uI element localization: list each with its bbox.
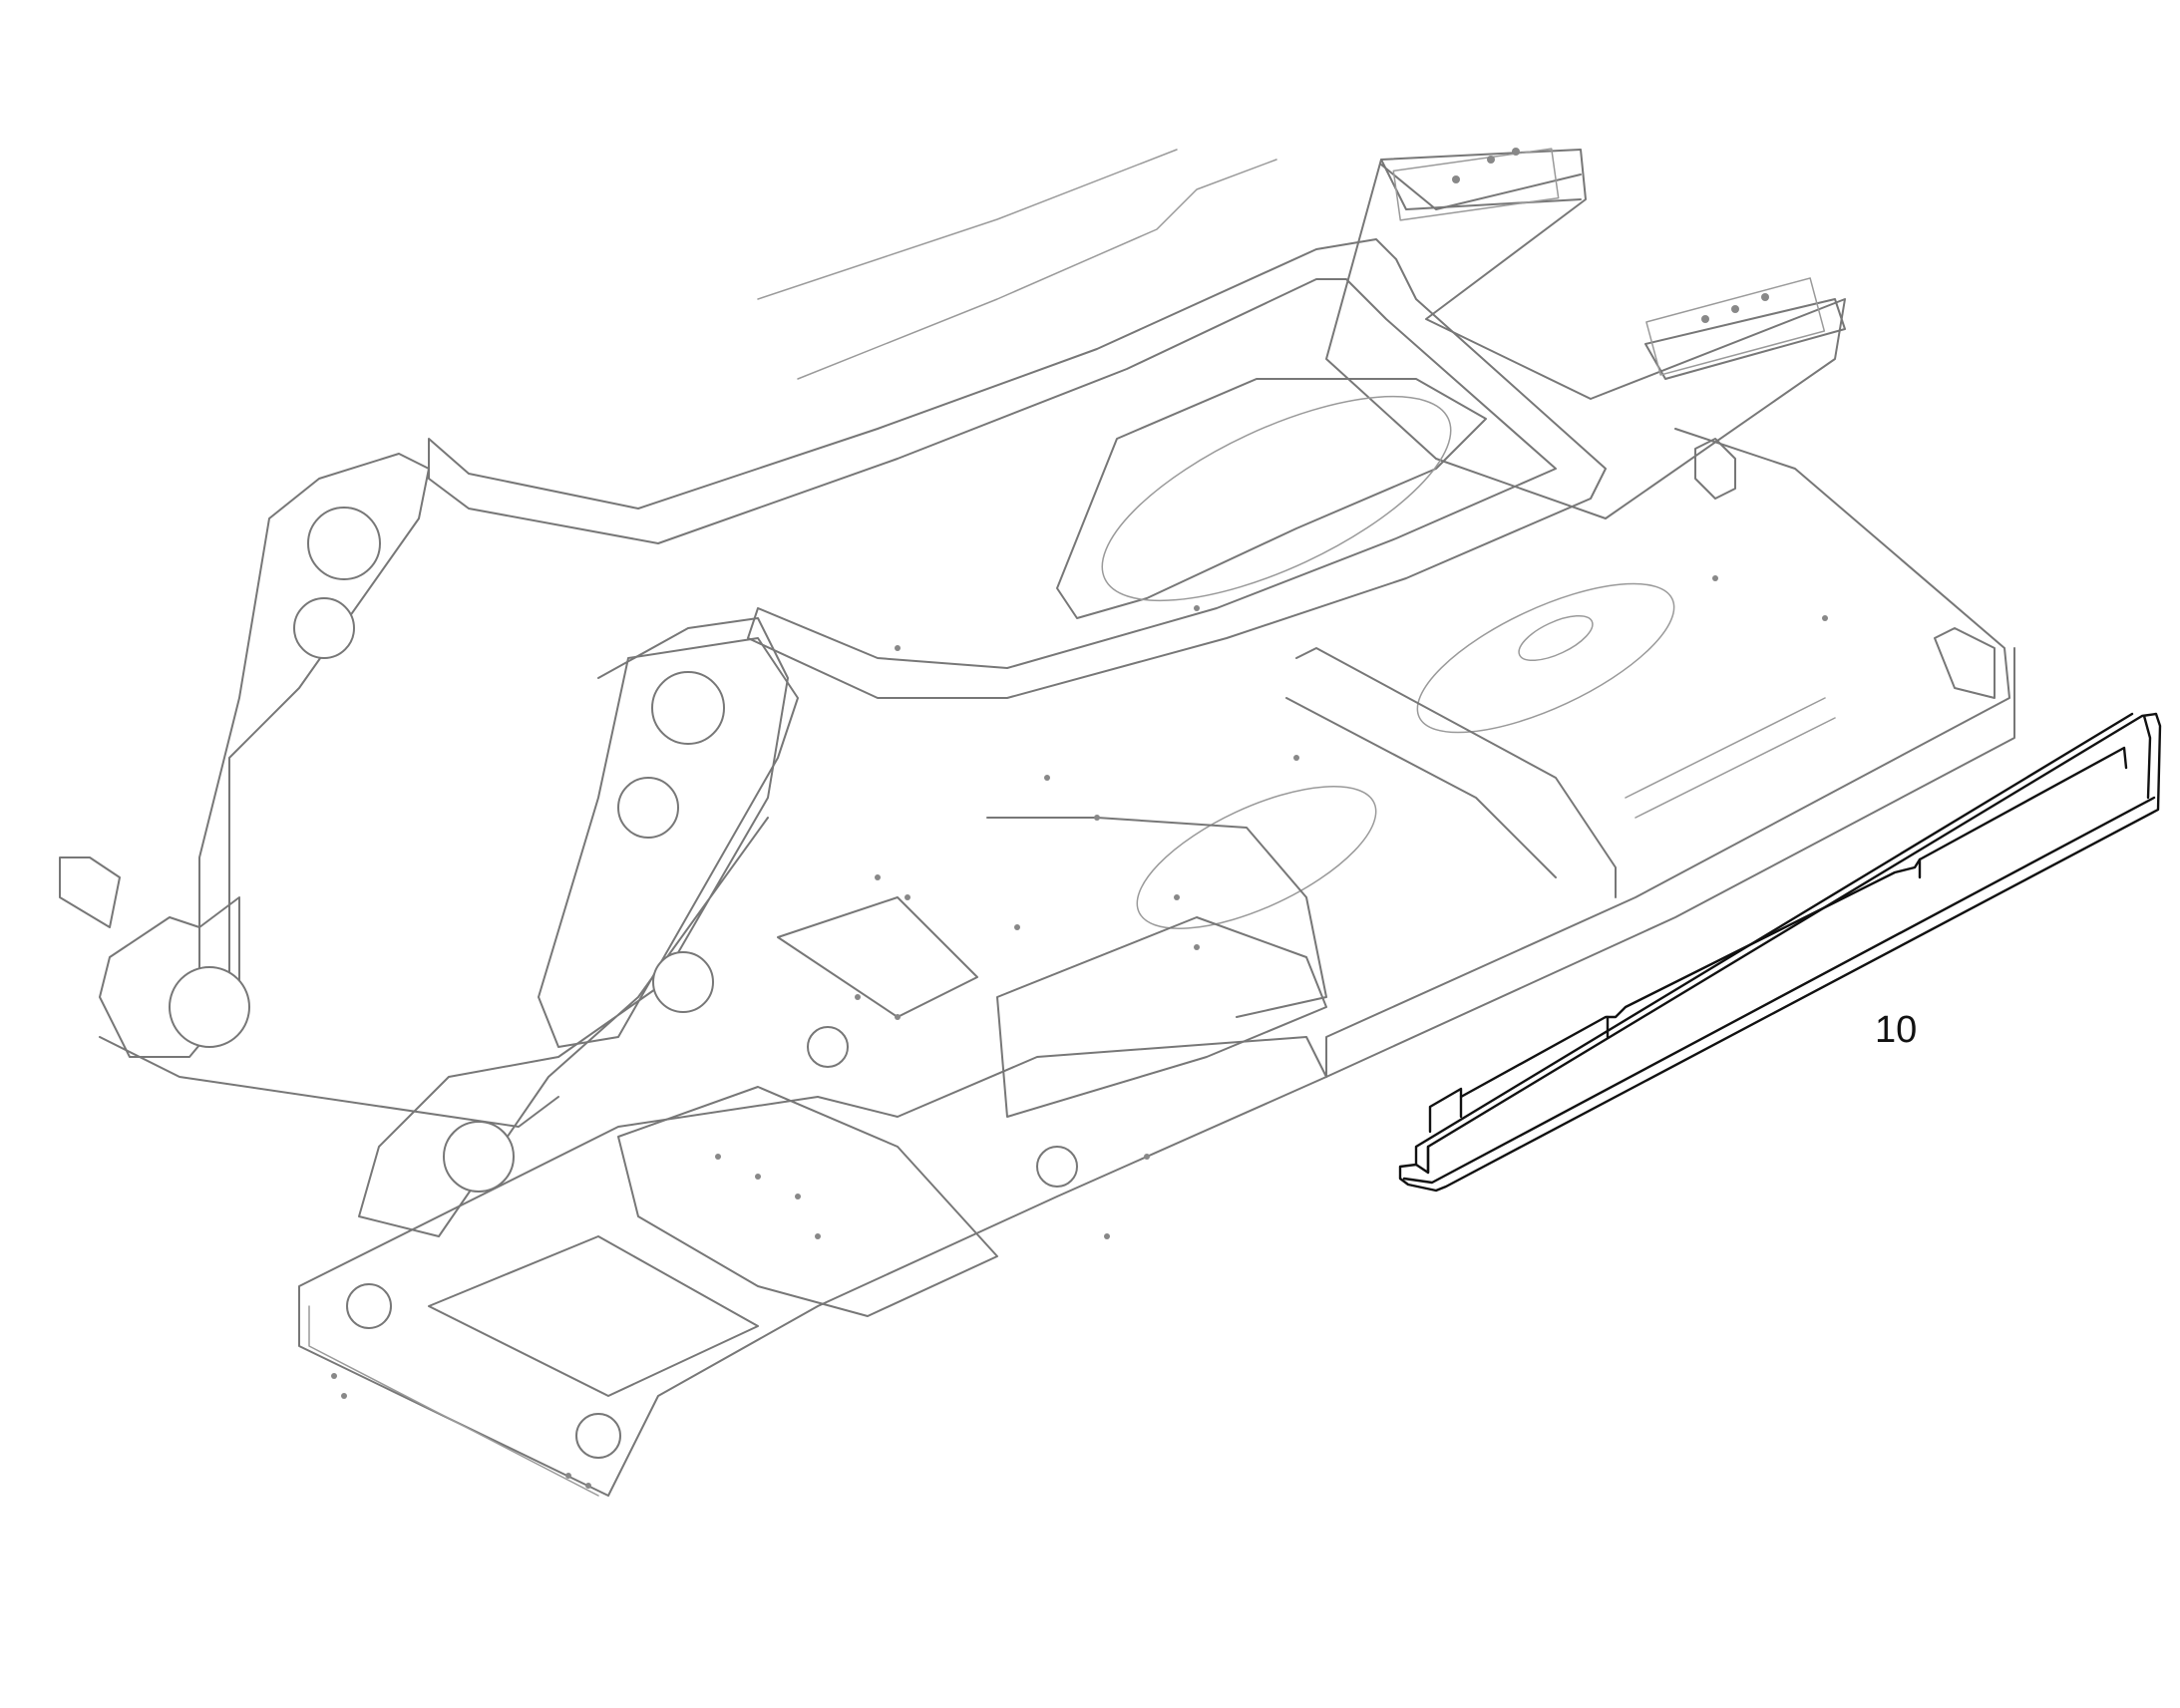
central-tub — [1056, 378, 1675, 929]
callout-part-10: 10 — [1875, 1009, 1917, 1051]
lower-carriage — [298, 817, 1327, 1497]
upper-arched-beam — [428, 149, 1607, 699]
part-10-channel-rail — [1398, 712, 2162, 1193]
left-boom-towers — [59, 453, 799, 1237]
chassis-frame — [59, 148, 2015, 1497]
right-side-rails — [1285, 428, 2015, 1078]
fastener-holes — [331, 148, 1828, 1489]
upper-rear-beam — [1325, 148, 1846, 519]
